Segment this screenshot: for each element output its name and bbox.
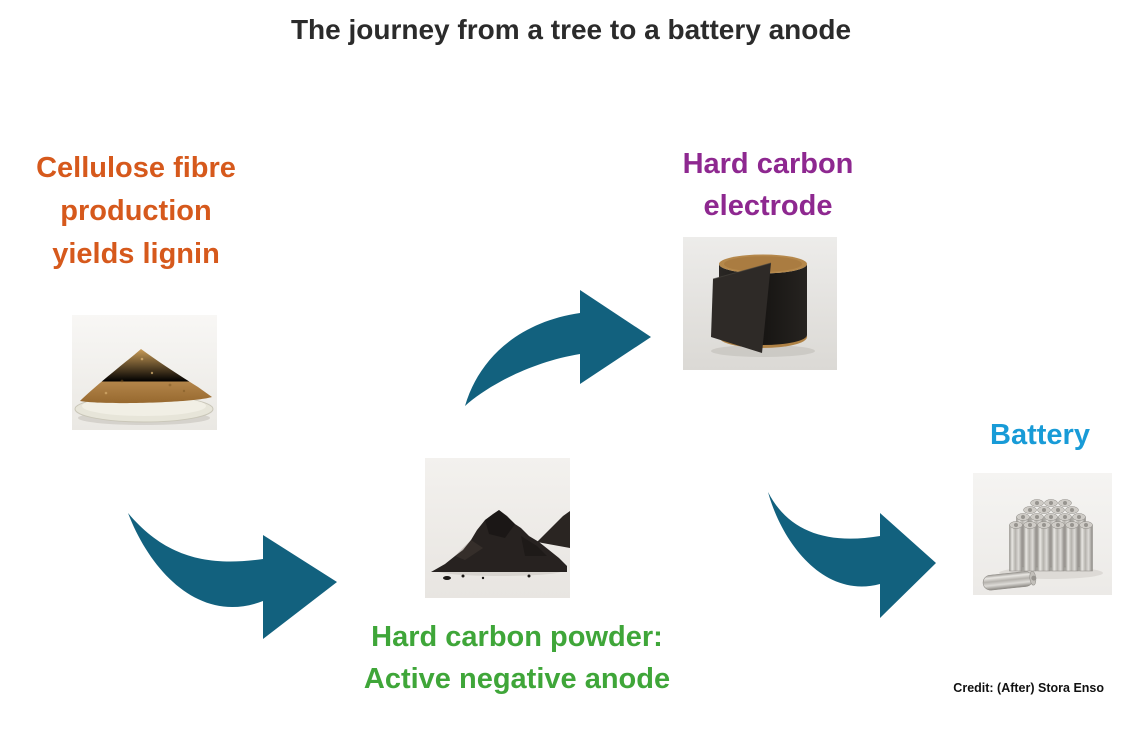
- hard-carbon-electrode-photo: [683, 237, 837, 370]
- label-line: Battery: [990, 419, 1090, 451]
- flow-arrow-electrode-to-battery-icon: [768, 492, 936, 618]
- roll-shadow: [711, 345, 815, 357]
- cardboard-top-inner: [724, 256, 802, 272]
- flow-arrow-lignin-to-powder-icon: [128, 513, 337, 639]
- main-powder-pile: [431, 510, 567, 572]
- label-line: Active negative anode: [363, 663, 671, 695]
- stage-label-lignin: Cellulose fibre production yields lignin: [6, 147, 266, 276]
- battery-pack: [1009, 499, 1093, 572]
- label-line: electrode: [703, 190, 833, 222]
- lying-battery-cell: [982, 570, 1037, 591]
- label-line: Cellulose fibre: [36, 152, 236, 184]
- label-line: Hard carbon powder:: [371, 621, 663, 653]
- lignin-powder-photo: [72, 315, 217, 430]
- lignin-pile: [80, 349, 212, 404]
- hard-carbon-powder-photo: [425, 458, 570, 598]
- small-powder-pile: [537, 511, 570, 548]
- electrode-film-flap: [711, 263, 771, 353]
- stage-label-battery: Battery: [960, 414, 1120, 456]
- stage-label-electrode: Hard carbon electrode: [648, 143, 888, 227]
- powder-crumb: [443, 576, 451, 580]
- stage-label-powder: Hard carbon powder: Active negative anod…: [327, 616, 707, 700]
- flow-arrow-powder-to-electrode-icon: [465, 290, 651, 406]
- label-line: production: [60, 195, 212, 227]
- label-line: Hard carbon: [682, 148, 854, 180]
- page-title: The journey from a tree to a battery ano…: [290, 14, 852, 45]
- label-line: yields lignin: [52, 238, 220, 270]
- credit-text: Credit: (After) Stora Enso: [953, 681, 1104, 695]
- battery-cells-photo: [973, 473, 1112, 595]
